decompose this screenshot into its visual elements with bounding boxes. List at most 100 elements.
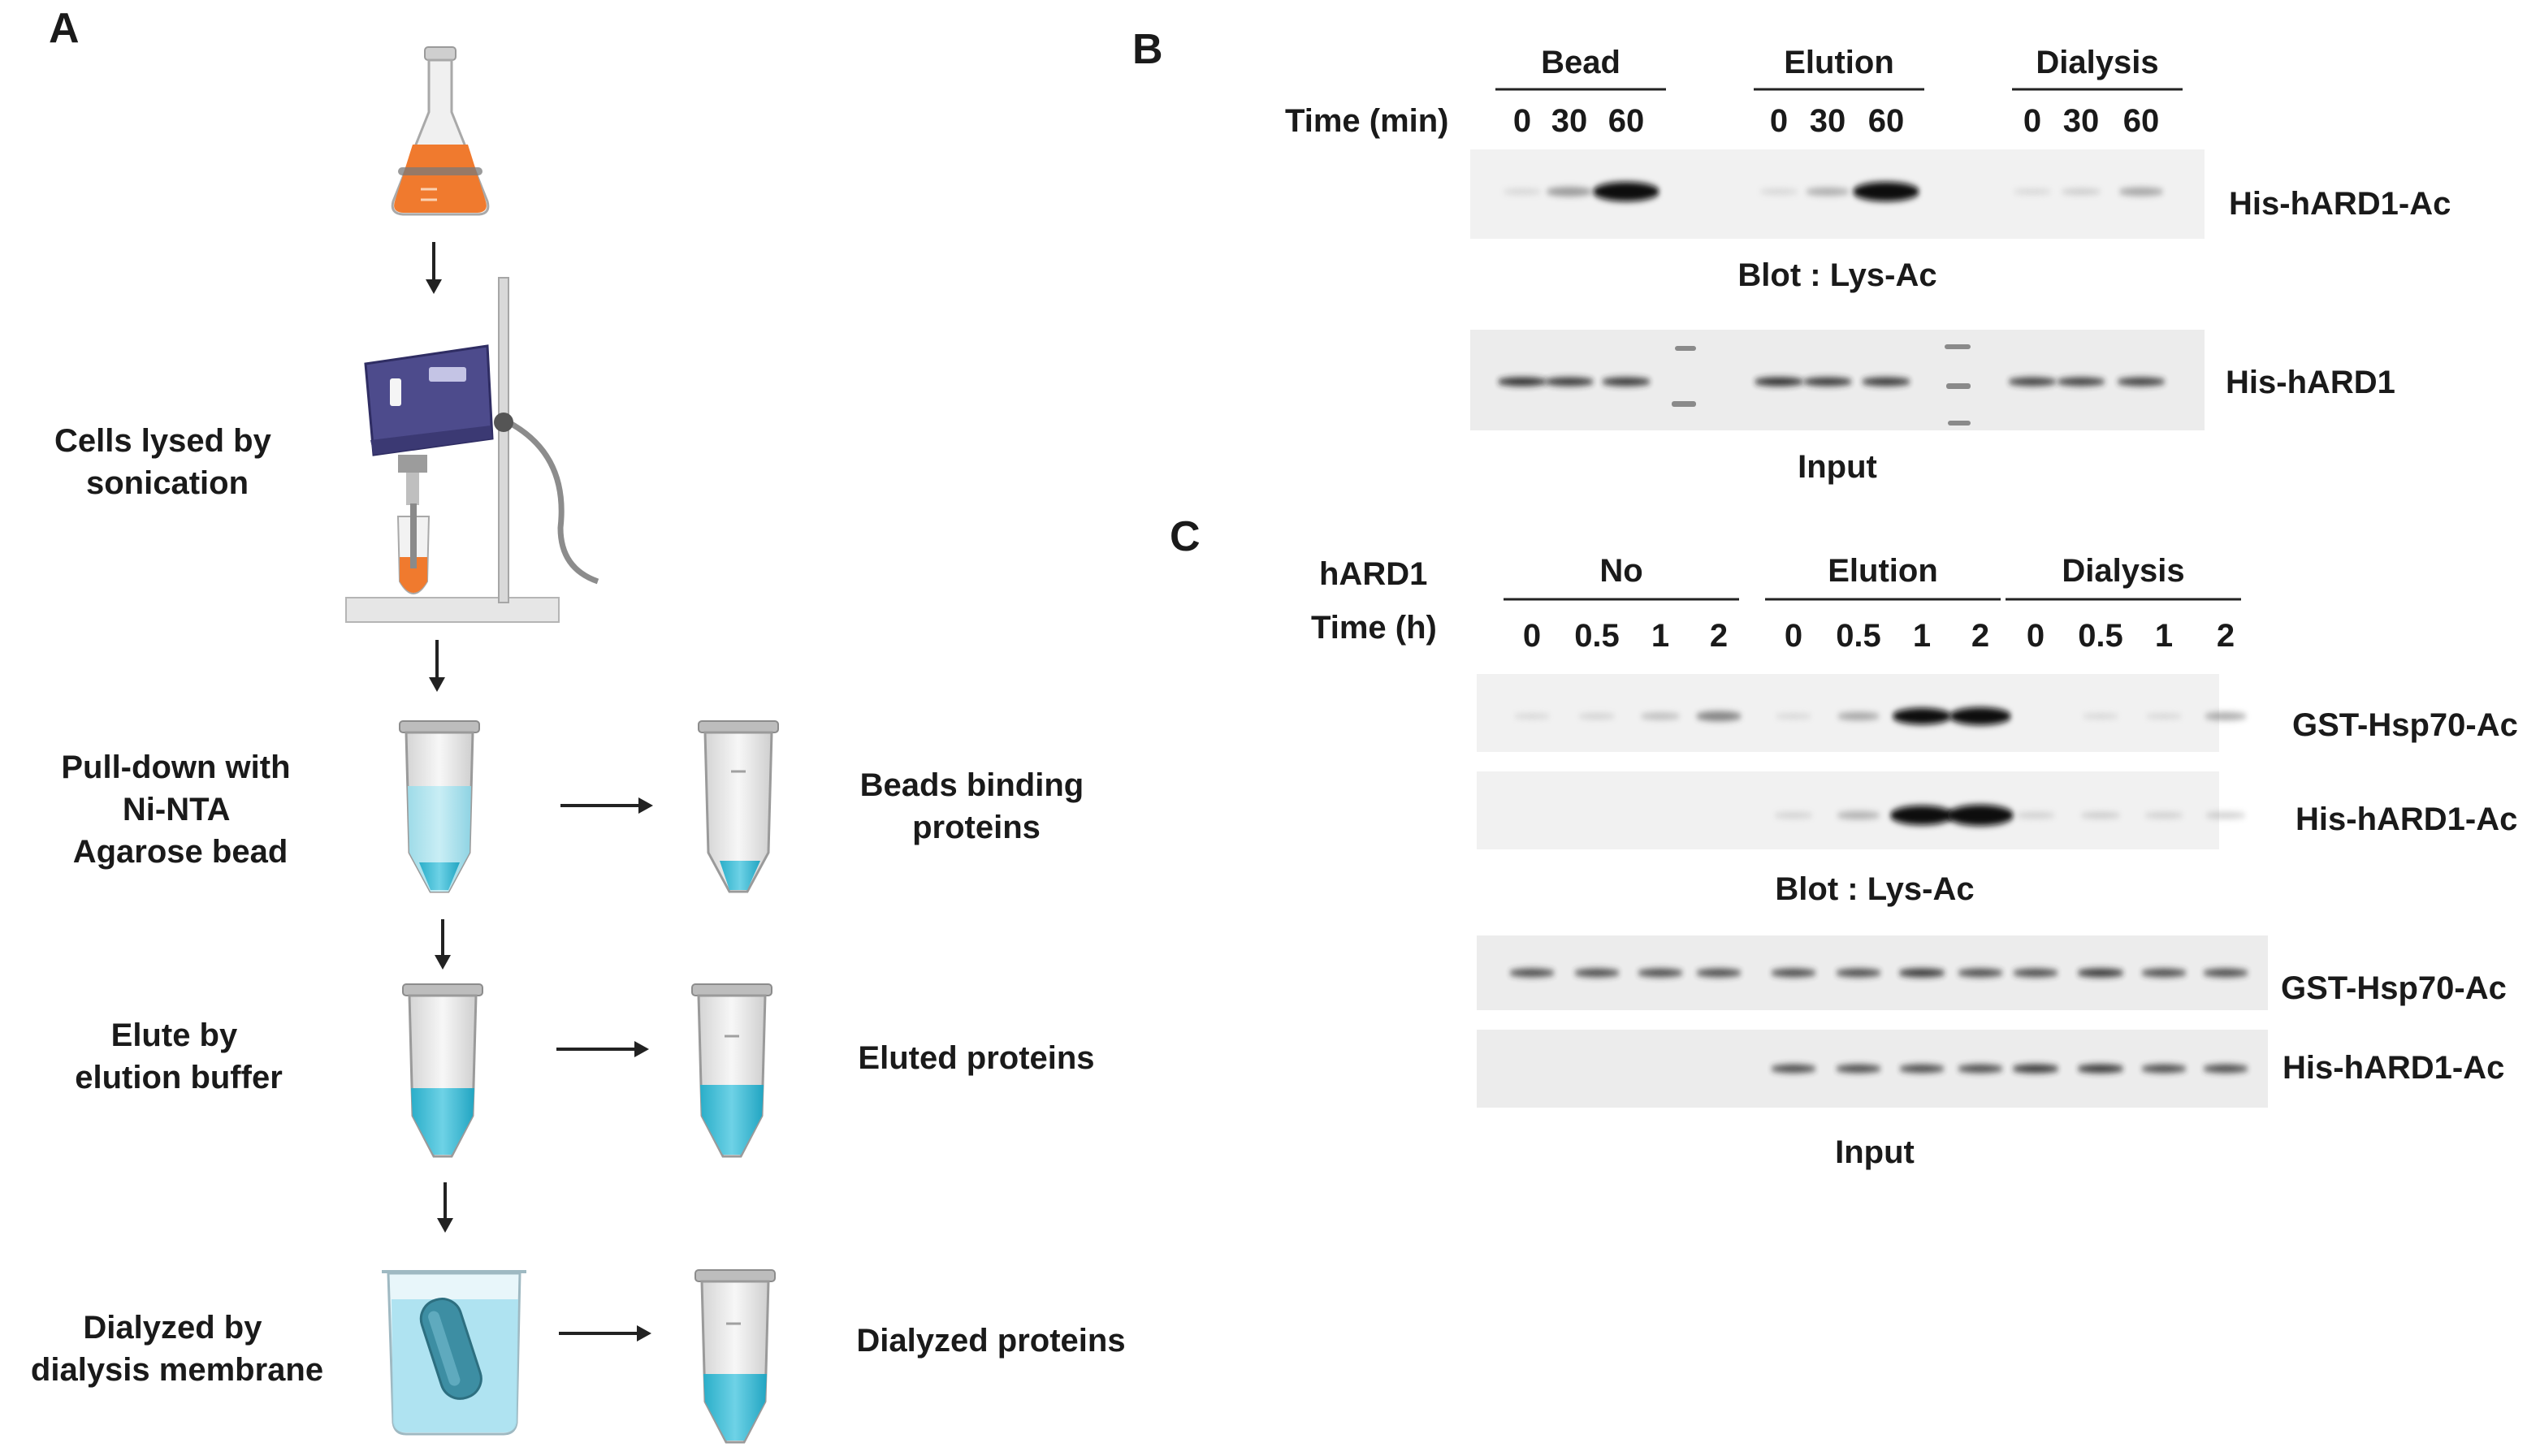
sonicator-icon [345,277,599,623]
panel-a: A [31,5,1126,1444]
panel_c-group-name: Elution [1828,553,1938,589]
panel-b-blot-1-band [1759,188,1798,195]
panel-c-blot-3-band [1898,968,1945,978]
panel-b-blot-2: His-hARD1 [1470,330,2395,430]
panel-c-blot-2-band [2205,812,2247,819]
panel-c-blot-4-band [1898,1064,1945,1074]
panel_c-time-tick: 0 [1523,618,1541,654]
panel-b-caption-input: Input [1798,449,1877,485]
panel-c-caption-input: Input [1835,1134,1915,1170]
panel_c-time-tick: 2 [1710,618,1728,654]
panel-c-blot-3-band [1957,968,2004,978]
panel_b-time-tick: 60 [1608,103,1645,139]
panel-c-blot-1-band [1775,713,1812,719]
panel-c-blot-1-band [2082,713,2119,719]
panel-c-blot-3-band [1835,968,1882,978]
tube-icon [399,720,480,893]
panel-c-blot-2-band [1773,812,1814,819]
panel-c-blot-2-band [2144,812,2184,819]
panel-b-blot-2-band [1754,377,1804,387]
panel-b-blot-1-band [1593,182,1659,201]
blot-label: His-hARD1-Ac [2229,186,2451,222]
panel_b-time-tick: 60 [1868,103,1905,139]
panel-b-blot-1-band [1503,188,1542,195]
panel-c-time-label: Time (h) [1311,610,1437,646]
panel_b-group-name: Bead [1541,45,1620,80]
panel_c-time-tick: 1 [1913,618,1931,654]
panel-c-blot-4-band [1770,1064,1817,1074]
panel-b-blot-2-band [1497,377,1547,387]
tube-icon [402,983,483,1158]
dialysis-bag [419,1298,482,1400]
panel_b-time-tick: 30 [2063,103,2100,139]
panel-c-blot-3-band [1637,968,1684,978]
panel-b-time-label: Time (min) [1285,103,1449,139]
panel-c-blot-3-band [1770,968,1817,978]
tube-icon [698,720,779,893]
flask-icon [391,46,490,216]
panel_b-time-tick: 0 [1513,103,1531,139]
panel-c-blot-3-band [1573,968,1620,978]
panel-c-blot-2-band [2015,812,2056,819]
marker-bands [1672,344,1971,426]
blot-label: His-hARD1 [2226,365,2395,400]
panel-c-blot-3-band [2077,968,2124,978]
panel-c-blot-1-band [2204,712,2248,720]
panel_c-time-tick: 0.5 [1836,618,1881,654]
panel_b-group-name: Elution [1784,45,1894,80]
panel-a-letter: A [49,5,80,52]
panel-c-blot-1-band [2145,713,2183,719]
panel-b-blot-2-band [2008,377,2057,387]
panel-c-blot-4-band [1835,1064,1882,1074]
step-label-lyse: Cells lysed by sonication [54,423,280,501]
panel-b-blot-1-band [1805,188,1850,196]
step-label-dialysis: Dialyzed by dialysis membrane [31,1310,323,1388]
panel-c-blot-1-band [1837,712,1880,720]
blot-label: His-hARD1-Ac [2296,801,2517,837]
panel_b-time-tick: 30 [1810,103,1846,139]
panel-c-blot-4-band [2077,1064,2124,1074]
tube-icon [694,1269,776,1444]
panel-b-blot-2-band [1601,377,1651,387]
panel-c-blot-3-band [1695,968,1742,978]
panel-c-blot-4: His-hARD1-Ac [1477,1030,2504,1108]
panel-c-blot-1-band [1949,707,2011,725]
step-result-eluted: Eluted proteins [858,1040,1094,1076]
beaker-icon [382,1270,526,1436]
panel-c-blot-4-band [2202,1064,2249,1074]
panel-c-blot-2: His-hARD1-Ac [1477,771,2517,849]
panel-b-blot-1-band [1853,182,1919,201]
panel-c-blot-1-band [1640,712,1681,720]
panel_b-time-tick: 60 [2123,103,2160,139]
step-result-dialyzed: Dialyzed proteins [856,1323,1125,1359]
panel-b-blot-2-band [2117,377,2166,387]
tube-icon [691,983,772,1158]
panel_b-time-tick: 30 [1551,103,1588,139]
blot-label: His-hARD1-Ac [2283,1050,2504,1086]
panel-c-blot-3-band [2012,968,2059,978]
panel-c-blot-2-band [1837,811,1880,819]
panel_c-group-name: Dialysis [2062,553,2184,589]
blot-membrane [1477,771,2219,849]
panel-c-blot-3: GST-Hsp70-Ac [1477,935,2507,1010]
panel-c-blot-1-band [1892,707,1952,725]
panel-b-blot-2-band [1544,377,1595,387]
panel-c-blot-2-band [2080,812,2121,819]
panel-c-blot-1: GST-Hsp70-Ac [1477,674,2518,752]
panel-c-blot-2-band [1947,805,2014,826]
panel-c-blot-2-band [1889,806,1954,825]
panel-c-blot-3-band [2140,968,2187,978]
panel_c-time-tick: 0 [2027,618,2045,654]
blot-label: GST-Hsp70-Ac [2292,707,2518,743]
panel-c-blot-1-band [1695,711,1742,722]
panel-b-blot-2-band [2057,377,2105,387]
panel-b-blot-2-band [1861,377,1911,387]
panel-b-blot-1-band [2118,187,2164,197]
panel-c-blot-1-band [1513,713,1551,719]
panel-c-blot-4-band [1957,1064,2004,1074]
